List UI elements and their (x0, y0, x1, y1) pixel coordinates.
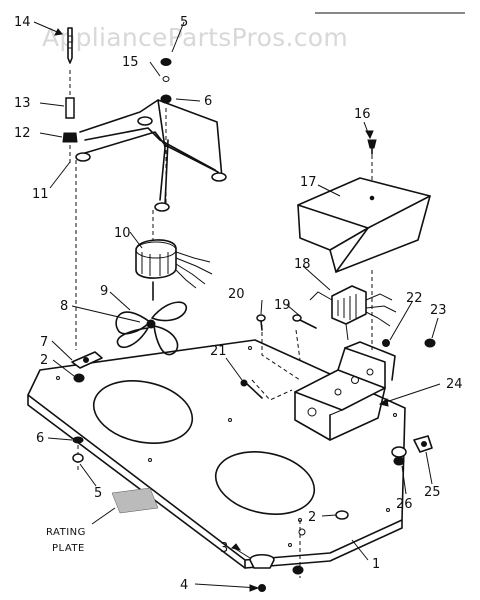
screw-21 (240, 379, 263, 399)
callout-6-top: 6 (204, 94, 212, 109)
callout-21: 21 (210, 344, 227, 359)
control-box-cover (297, 177, 431, 273)
foot-3 (249, 553, 275, 569)
callout-17: 17 (300, 175, 317, 190)
rating-plate-label-2: PLATE (52, 543, 85, 554)
callout-labels: 14 5 15 6 13 12 11 10 9 8 7 2 6 5 16 17 … (14, 15, 463, 593)
left-hardware-stack (62, 27, 78, 165)
callout-22: 22 (406, 291, 423, 306)
callout-9: 9 (100, 284, 108, 299)
arrowheads (54, 28, 389, 592)
callout-18: 18 (294, 257, 311, 272)
base-plate (27, 339, 406, 569)
callout-12: 12 (14, 126, 31, 141)
callout-13: 13 (14, 96, 31, 111)
callout-19: 19 (274, 298, 291, 313)
callout-10: 10 (114, 226, 131, 241)
callout-25: 25 (424, 485, 441, 500)
screw-20 (256, 314, 266, 331)
callout-2-left: 2 (40, 353, 48, 368)
callout-24: 24 (446, 377, 463, 392)
grommet-5-lower (72, 453, 84, 463)
callout-3: 3 (220, 541, 228, 556)
callout-15: 15 (122, 55, 139, 70)
fan-opening-left (92, 380, 194, 444)
part-25-knob (413, 435, 433, 453)
grommet-6-lower (72, 436, 84, 444)
callout-6-lower: 6 (36, 431, 44, 446)
callout-7: 7 (40, 335, 48, 350)
relay-assembly (309, 285, 397, 341)
callout-11: 11 (32, 187, 49, 202)
control-box-bracket (294, 341, 396, 441)
screw-4 (258, 584, 266, 592)
callout-8: 8 (60, 299, 68, 314)
leader-lines (33, 21, 441, 589)
callout-26: 26 (396, 497, 413, 512)
rating-plate-label-1: RATING (46, 527, 86, 538)
part-26-foot (391, 446, 407, 466)
callout-1: 1 (372, 557, 380, 572)
callout-5-top: 5 (180, 15, 188, 30)
nut-23 (424, 338, 436, 348)
screw-19 (292, 314, 317, 329)
callout-2-right: 2 (308, 510, 316, 525)
grommet-stack-top (160, 58, 172, 104)
callout-4: 4 (180, 578, 188, 593)
callout-14: 14 (14, 15, 31, 30)
callout-23: 23 (430, 303, 447, 318)
callout-16: 16 (354, 107, 371, 122)
nut-bottom (292, 565, 304, 575)
assembly-lines (69, 70, 373, 578)
grommet-2-lower (335, 510, 349, 520)
part-7-clip (71, 351, 103, 383)
screw-22 (382, 339, 390, 347)
motor-bracket (75, 99, 227, 212)
callout-5-lower: 5 (94, 486, 102, 501)
fan-motor (135, 239, 213, 301)
callout-20: 20 (228, 287, 245, 302)
fan-opening-right (214, 451, 316, 515)
rating-plate: RATING PLATE (46, 487, 159, 554)
watermark-text: AppliancePartsPros.com (42, 23, 348, 52)
screw-16 (367, 139, 377, 155)
fan-blade (115, 301, 188, 356)
